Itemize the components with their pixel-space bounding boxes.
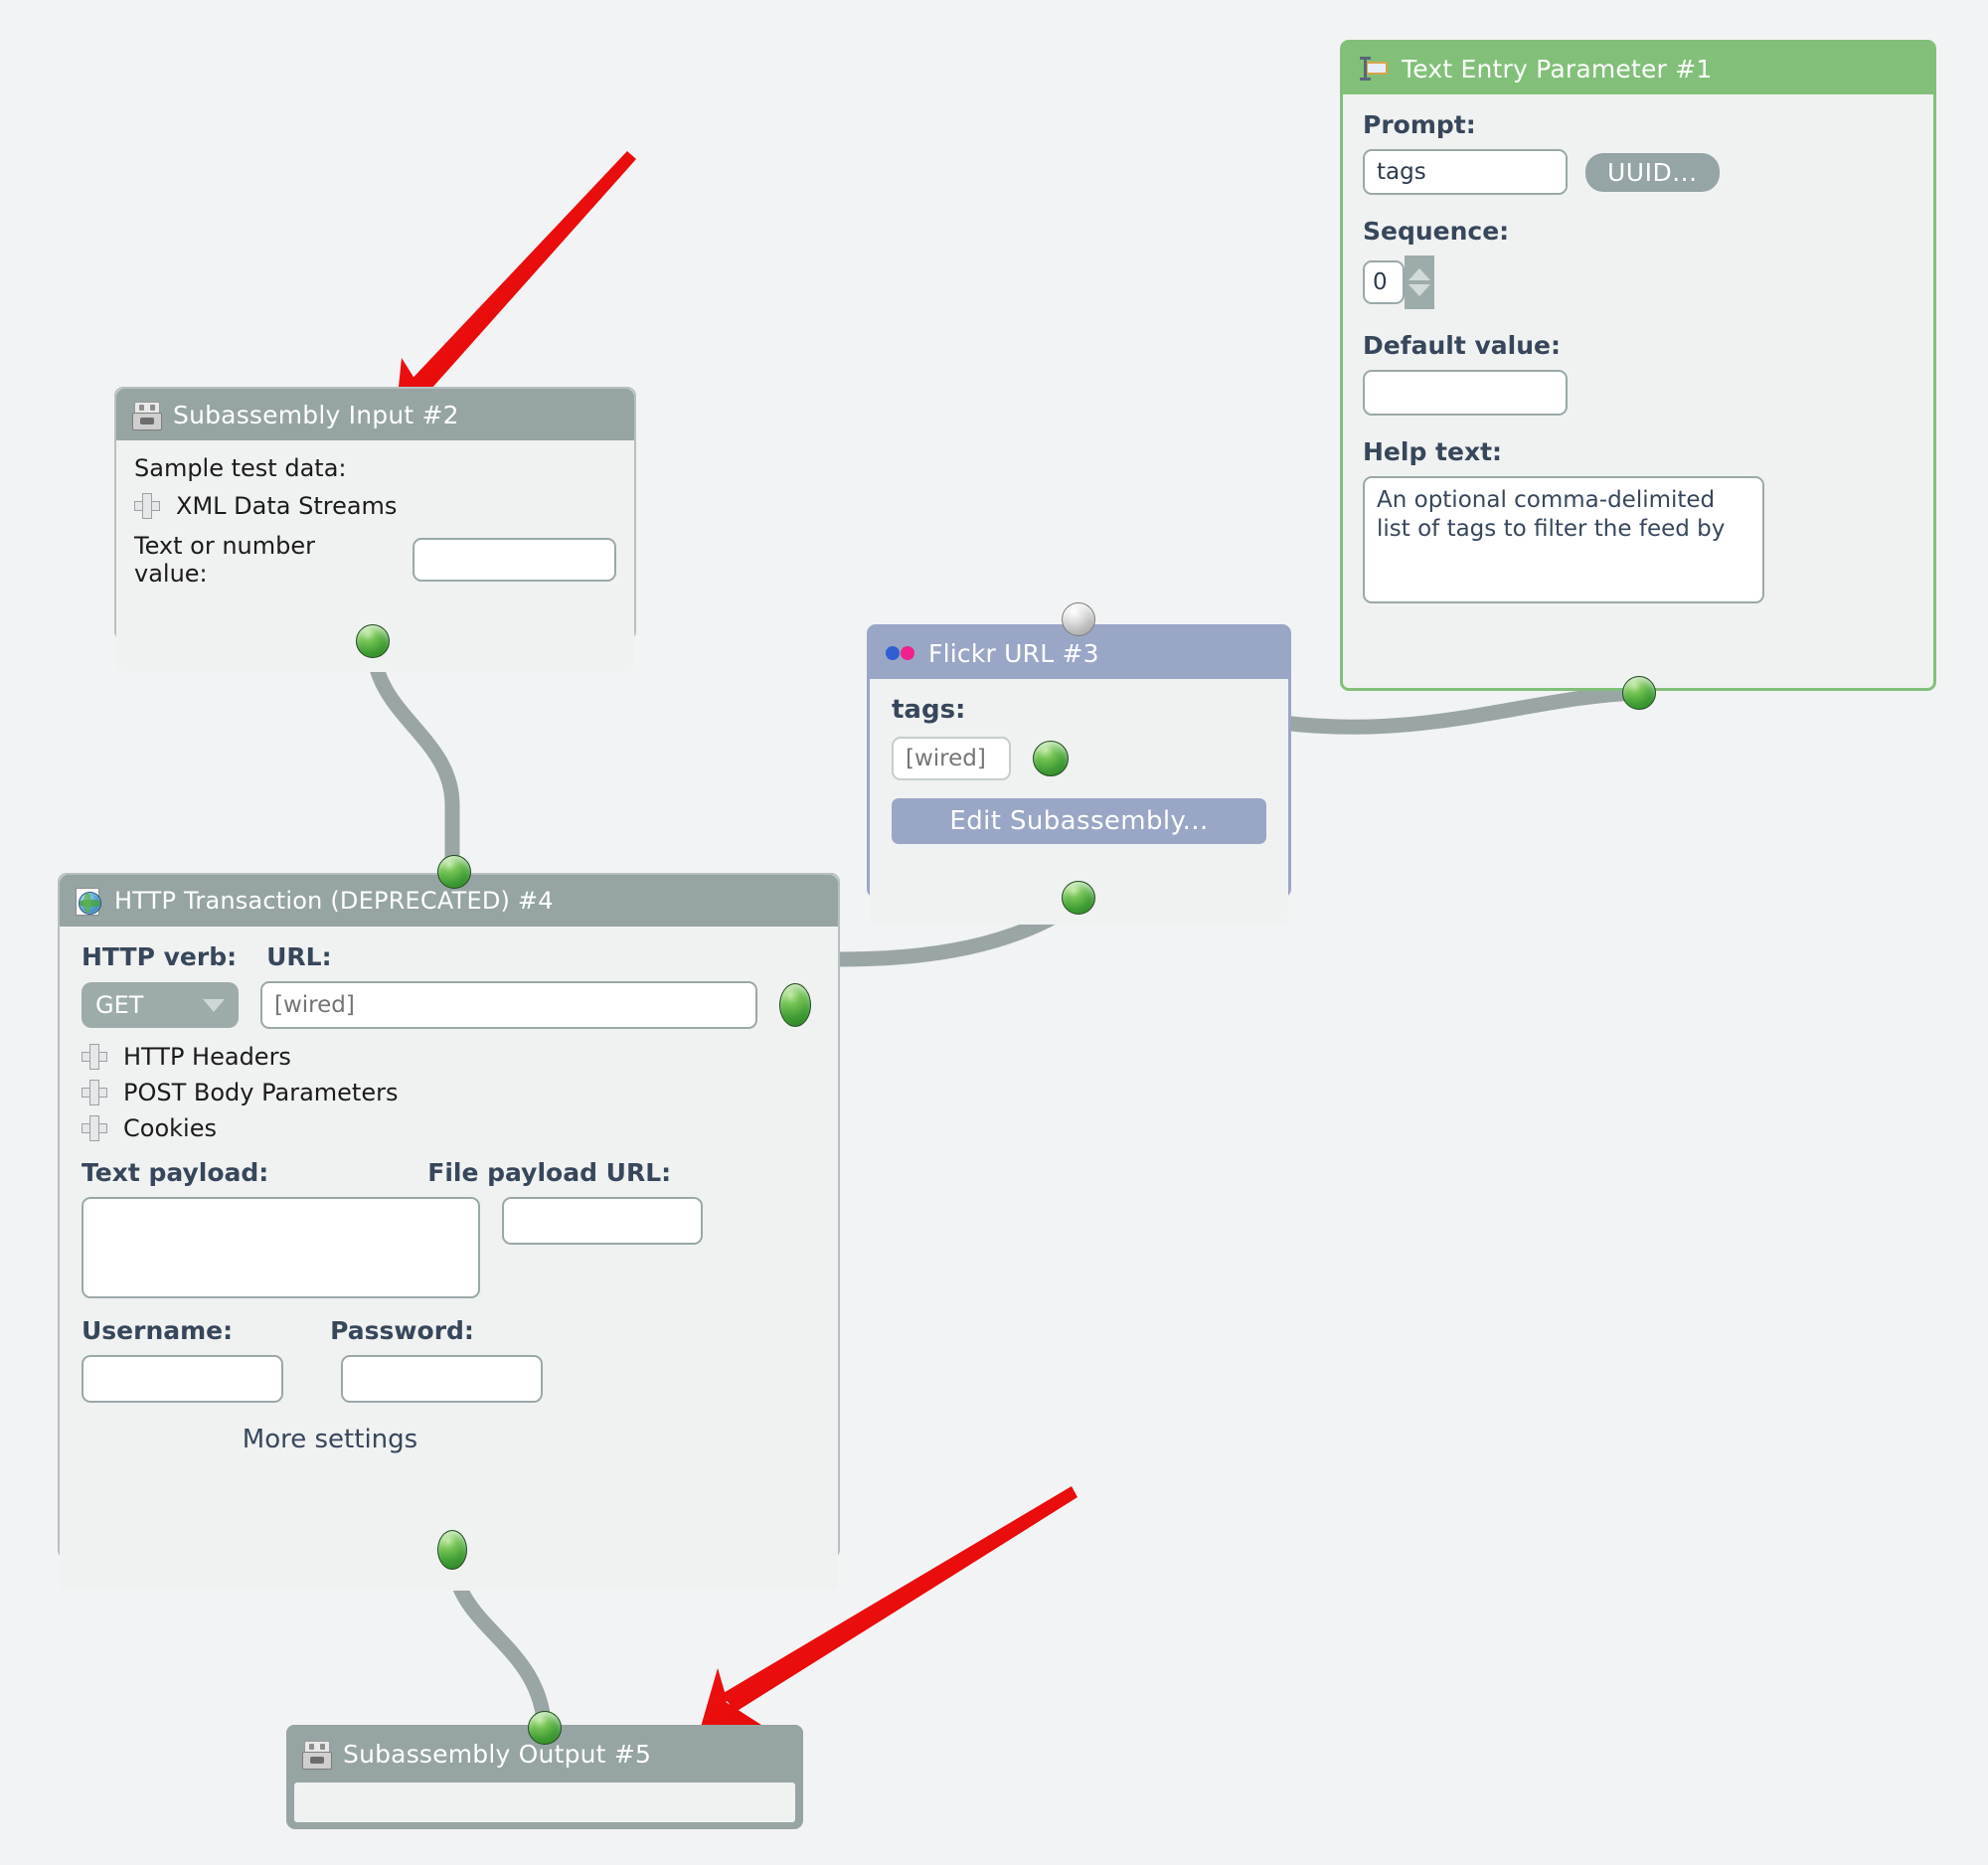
terminal-flickr-output[interactable]	[1062, 881, 1095, 915]
expand-plus-icon[interactable]	[82, 1044, 107, 1070]
expand-plus-icon[interactable]	[82, 1080, 107, 1105]
help-text-textarea[interactable]	[1363, 476, 1764, 603]
node-title-label: Flickr URL #3	[928, 638, 1099, 668]
edit-subassembly-button[interactable]: Edit Subassembly...	[892, 798, 1266, 844]
tags-input[interactable]	[892, 737, 1011, 780]
chevron-down-icon[interactable]	[203, 998, 225, 1012]
wire-param-to-flickr	[1274, 685, 1648, 735]
file-payload-url-input[interactable]	[502, 1197, 703, 1245]
terminal-text-entry-output[interactable]	[1622, 676, 1656, 710]
default-value-label: Default value:	[1363, 331, 1561, 360]
username-label: Username:	[82, 1316, 234, 1345]
node-header-subassembly-input[interactable]: Subassembly Input #2	[116, 389, 634, 440]
flickr-icon	[886, 645, 915, 661]
node-header-text-entry-parameter[interactable]: Text Entry Parameter #1	[1343, 43, 1933, 94]
wire-input-to-http	[365, 633, 460, 881]
node-text-entry-parameter[interactable]: Text Entry Parameter #1 Prompt: UUID... …	[1340, 40, 1936, 691]
node-body-subassembly-output	[294, 1782, 795, 1822]
http-headers-label[interactable]: HTTP Headers	[123, 1043, 291, 1071]
text-payload-label: Text payload:	[82, 1158, 269, 1187]
terminal-tags-input[interactable]	[1033, 741, 1069, 776]
help-text-label: Help text:	[1363, 437, 1503, 466]
terminal-url-input[interactable]	[779, 983, 811, 1027]
subassembly-icon	[302, 1740, 332, 1770]
terminal-http-output[interactable]	[437, 1530, 467, 1570]
http-verb-label: HTTP verb:	[82, 942, 238, 971]
password-label: Password:	[330, 1316, 474, 1345]
expand-plus-icon[interactable]	[82, 1115, 107, 1141]
stepper-down-icon[interactable]	[1408, 284, 1430, 296]
sample-test-data-label: Sample test data:	[134, 454, 347, 482]
text-or-number-label: Text or number value:	[134, 532, 316, 588]
expand-plus-icon[interactable]	[134, 493, 160, 519]
text-payload-textarea[interactable]	[82, 1197, 480, 1298]
annotation-arrow-to-input	[396, 151, 636, 416]
node-subassembly-input[interactable]: Subassembly Input #2 Sample test data: X…	[114, 387, 636, 672]
text-or-number-input[interactable]	[413, 538, 616, 582]
globe-icon	[76, 888, 101, 916]
url-label: URL:	[266, 942, 332, 971]
terminal-subassembly-output-input[interactable]	[528, 1711, 562, 1745]
terminal-subassembly-input-output[interactable]	[356, 624, 390, 658]
tags-label: tags:	[892, 695, 966, 725]
sequence-stepper[interactable]	[1405, 255, 1434, 309]
node-flickr-url[interactable]: Flickr URL #3 tags: Edit Subassembly...	[867, 624, 1291, 925]
node-title-label: Subassembly Input #2	[173, 400, 459, 429]
http-verb-value: GET	[95, 991, 144, 1019]
password-input[interactable]	[341, 1355, 543, 1403]
stepper-up-icon[interactable]	[1408, 268, 1430, 280]
prompt-label: Prompt:	[1363, 110, 1476, 139]
terminal-flickr-top[interactable]	[1062, 602, 1095, 636]
file-payload-url-label: File payload URL:	[427, 1158, 672, 1187]
text-entry-icon	[1359, 57, 1389, 81]
http-verb-select[interactable]: GET	[82, 982, 239, 1028]
node-header-flickr-url[interactable]: Flickr URL #3	[870, 627, 1288, 679]
sequence-label: Sequence:	[1363, 217, 1510, 246]
cookies-label[interactable]: Cookies	[123, 1114, 217, 1142]
node-title-label: HTTP Transaction (DEPRECATED) #4	[114, 887, 554, 915]
more-settings-link[interactable]: More settings	[242, 1425, 418, 1454]
url-input[interactable]	[260, 981, 757, 1029]
subassembly-icon	[132, 401, 162, 430]
terminal-http-input[interactable]	[437, 855, 471, 889]
node-http-transaction[interactable]: HTTP Transaction (DEPRECATED) #4 HTTP ve…	[58, 873, 840, 1591]
node-subassembly-output[interactable]: Subassembly Output #5	[286, 1725, 803, 1829]
uuid-button[interactable]: UUID...	[1585, 152, 1720, 192]
prompt-input[interactable]	[1363, 149, 1568, 195]
sequence-input[interactable]	[1363, 260, 1405, 304]
username-input[interactable]	[82, 1355, 283, 1403]
default-value-input[interactable]	[1363, 370, 1568, 416]
node-title-label: Subassembly Output #5	[343, 1739, 652, 1769]
post-body-parameters-label[interactable]: POST Body Parameters	[123, 1079, 399, 1106]
xml-data-streams-label[interactable]: XML Data Streams	[176, 492, 398, 520]
node-title-label: Text Entry Parameter #1	[1402, 54, 1713, 84]
